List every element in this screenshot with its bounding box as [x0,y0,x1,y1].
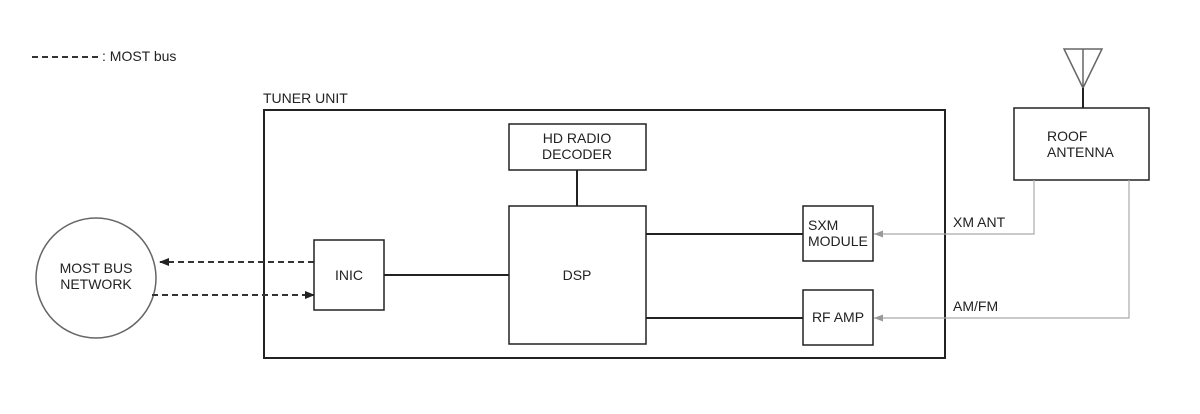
legend-label: : MOST bus [102,48,176,64]
roof-antenna-box [1013,107,1150,181]
sxm-module-block: SXM MODULE [802,205,874,262]
hd-radio-decoder-line2: DECODER [542,146,612,162]
rf-amp-box [802,289,874,346]
most-bus-network: MOST BUS NETWORK [35,217,157,339]
most-bus-network-line1: MOST BUS [60,260,133,276]
legend: : MOST bus [32,48,176,64]
roof-antenna-block: ROOF ANTENNA [1013,48,1150,181]
dsp-label: DSP [563,267,592,283]
inic-block: INIC [313,239,385,311]
inic-label: INIC [335,267,363,283]
most-bus-network-circle [35,217,157,339]
roof-antenna-line2: ANTENNA [1047,144,1115,160]
roof-antenna-line1: ROOF [1047,128,1087,144]
xm-ant-feed [874,180,1035,238]
hd-radio-decoder-block: HD RADIO DECODER [508,123,647,171]
am-fm-label: AM/FM [953,298,998,314]
hd-radio-decoder-line1: HD RADIO [543,130,612,146]
hd-radio-decoder-box [508,123,647,171]
most-bus-network-line2: NETWORK [60,276,132,292]
tuner-unit-title: TUNER UNIT [263,90,348,106]
sxm-module-line1: SXM [808,217,838,233]
dsp-box [508,205,647,345]
rf-amp-label: RF AMP [812,309,864,325]
xm-ant-label: XM ANT [953,214,1006,230]
sxm-module-line2: MODULE [808,233,868,249]
sxm-module-box [802,205,874,262]
antenna-icon [1062,48,1104,108]
dsp-block: DSP [508,205,647,345]
rf-amp-block: RF AMP [802,289,874,346]
am-fm-feed [874,180,1130,322]
